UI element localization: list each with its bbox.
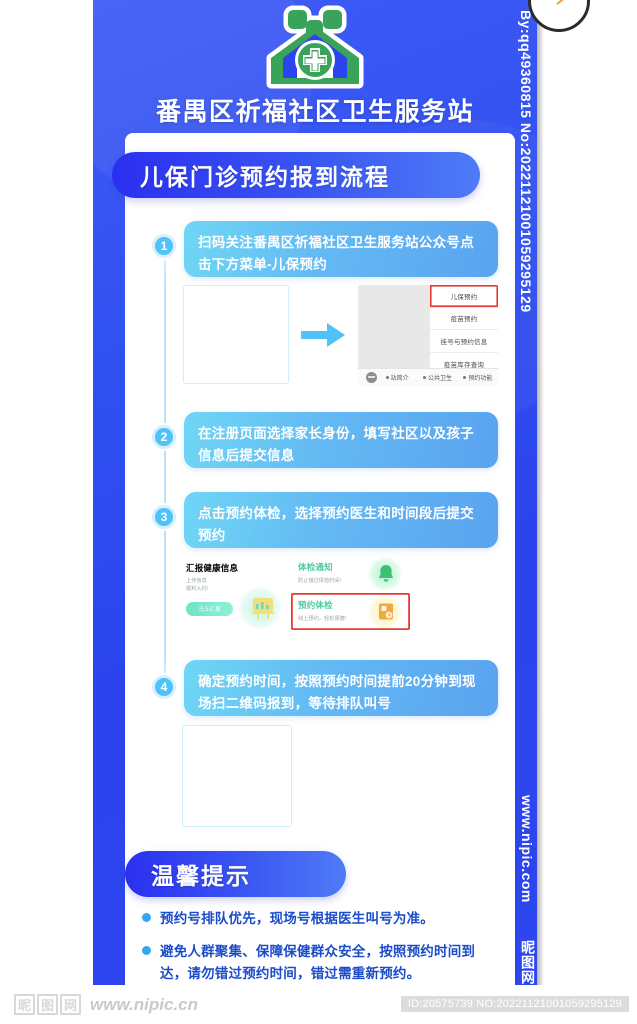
arrow-right-icon [301,323,345,347]
wechat-menu-panel: 儿保预约 疫苗预约 挂号与预约信息 疫苗库存查询 [430,285,498,375]
step1-screenshot: 儿保预约 疫苗预约 挂号与预约信息 疫苗库存查询 站简介 公共卫生 [183,285,498,385]
poster-edge-shadow [537,0,544,1000]
keyboard-icon[interactable] [366,371,377,383]
tips-title-banner: 温馨提示 [125,851,346,897]
medical-house-family-icon [266,5,364,89]
nipic-logo-char-1: 图 [37,994,58,1015]
nipic-id-badge: ID:20575739 NO:20221121001059295129 [400,996,629,1012]
app-card-report-health[interactable]: 汇报健康信息 上传信息 顺利入托! 马上汇报 [180,556,287,631]
app-card-sub-1: 防止错过体检时间! [298,578,341,584]
org-title: 番禺区祈福社区卫生服务站 [155,98,474,126]
bell-icon [378,565,394,582]
bullet-icon-1 [142,945,151,955]
menu-item-label-3: 疫苗库存查询 [443,361,485,369]
wechat-bottom-nav: 站简介 公共卫生 预约功能 [358,368,498,385]
chart-board-icon [252,598,274,619]
checkin-qrcode-placeholder [182,725,292,827]
left-margin [0,0,93,1000]
tip-text-1: 避免人群聚集、保障保健群众安全，按照预约时间到达，请勿错过预约时间，错过需重新预… [160,943,476,981]
watermark-vertical-top: By:qq49360815 No:20221121001059295129 [518,10,534,313]
step-box-4: 确定预约时间，按照预约时间提前20分钟到现场扫二维码报到，等待排队叫号 [184,660,498,716]
watermark-vertical-cn: 昵图网 [520,940,536,985]
app-card-sub-2: 线上预约，轻松便捷! [298,616,347,622]
tip-row-1: 避免人群聚集、保障保健群众安全，按照预约时间到达，请勿错过预约时间，错过需重新预… [142,941,502,985]
watermark-vertical-url: www.nipic.com [519,795,535,903]
poster-header: 番禺区祈福社区卫生服务站 [93,0,537,130]
app-card-button-0[interactable]: 马上汇报 [186,602,233,616]
step-box-3: 点击预约体检，选择预约医生和时间段后提交预约 [184,492,498,548]
app-card-sub-0a: 上传信息 [186,578,207,584]
nipic-url: www.nipic.cn [90,994,198,1014]
step-marker-2: 2 [152,425,176,449]
wechat-menu-screenshot: 儿保预约 疫苗预约 挂号与预约信息 疫苗库存查询 站简介 公共卫生 [358,285,498,385]
nipic-logo: 昵 图 网 [14,994,81,1015]
nipic-logo-char-2: 网 [60,994,81,1015]
wechat-menu-item-2[interactable]: 挂号与预约信息 [430,330,498,353]
flow-title-text: 儿保门诊预约报到流程 [140,164,390,190]
qrcode-placeholder [183,285,289,384]
step-box-2: 在注册页面选择家长身份，填写社区以及孩子信息后提交信息 [184,412,498,468]
tip-text-0: 预约号排队优先，现场号根据医生叫号为准。 [160,911,434,926]
step-marker-3: 3 [152,505,176,529]
nipic-logo-char-0: 昵 [14,994,35,1015]
step-marker-4: 4 [152,675,176,699]
app-card-sub-0b: 顺利入托! [186,586,209,592]
app-card-exam-notice[interactable]: 体检通知 防止错过体检时间! [292,556,408,590]
logo-container [93,4,537,90]
wechat-nav-item-1[interactable]: 公共卫生 [417,373,457,382]
wechat-nav-item-2[interactable]: 预约功能 [458,373,498,382]
app-card-title-1: 体检通知 [298,562,333,572]
step-text-1: 扫码关注番禺区祈福社区卫生服务站公众号点击下方菜单-儿保预约 [198,235,474,272]
app-card-button-label-0: 马上汇报 [198,607,221,613]
step-box-1: 扫码关注番禺区祈福社区卫生服务站公众号点击下方菜单-儿保预约 [184,221,498,277]
step-number-2: 2 [160,430,168,444]
highlight-box-book-exam [291,593,410,630]
step-marker-1: 1 [152,234,176,258]
step-number-3: 3 [160,510,168,524]
wechat-menu-item-0[interactable]: 儿保预约 [430,285,498,308]
wechat-menu-item-1[interactable]: 疫苗预约 [430,308,498,330]
tip-row-0: 预约号排队优先，现场号根据医生叫号为准。 [142,908,502,930]
tips-title-text: 温馨提示 [151,863,251,889]
wechat-nav-label-1: 公共卫生 [427,375,452,382]
tips-list: 预约号排队优先，现场号根据医生叫号为准。 避免人群聚集、保障保健群众安全，按照预… [142,908,502,996]
menu-item-label-2: 挂号与预约信息 [440,338,488,346]
wechat-nav-item-0[interactable]: 站简介 [377,373,417,382]
step-text-3: 点击预约体检，选择预约医生和时间段后提交预约 [198,506,474,543]
step-number-4: 4 [160,680,168,694]
menu-item-label-0: 儿保预约 [450,293,478,301]
app-card-title-0: 汇报健康信息 [186,563,239,573]
menu-item-label-1: 疫苗预约 [450,316,478,324]
step-text-4: 确定预约时间，按照预约时间提前20分钟到现场扫二维码报到，等待排队叫号 [198,674,476,711]
calendar-book-icon [379,603,393,620]
app-card-book-exam[interactable]: 预约体检 线上预约，轻松便捷! [292,594,408,628]
step3-screenshot: 汇报健康信息 上传信息 顺利入托! 马上汇报 体检通知 防止错过体检时间! [180,556,498,634]
flow-title-banner: 儿保门诊预约报到流程 [112,152,480,198]
bullet-icon-0 [142,913,151,922]
wechat-menu-item-3[interactable]: 疫苗库存查询 [430,353,498,376]
app-card-title-2: 预约体检 [298,600,333,610]
step-text-2: 在注册页面选择家长身份，填写社区以及孩子信息后提交信息 [198,426,474,463]
wechat-nav-label-2: 预约功能 [468,375,493,382]
step-number-1: 1 [160,239,168,253]
wechat-nav-label-0: 站简介 [390,375,409,382]
steps-timeline [164,245,166,695]
footer-watermark-bar: 昵 图 网 www.nipic.cn ID:20575739 NO:202211… [0,985,637,1024]
